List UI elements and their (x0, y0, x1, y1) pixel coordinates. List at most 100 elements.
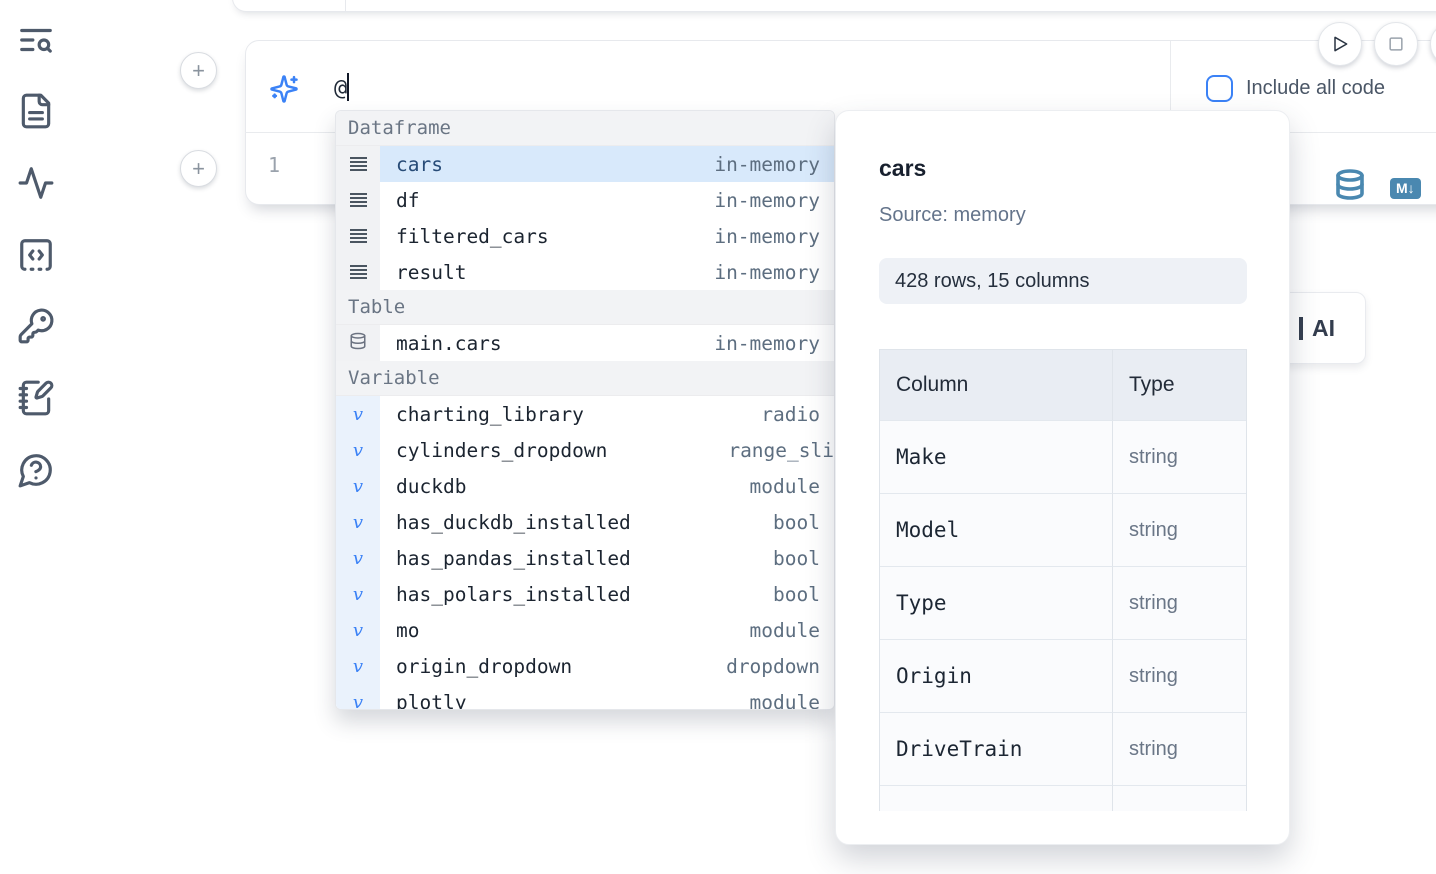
list-search-icon[interactable] (17, 21, 55, 59)
autocomplete-item-name: charting_library (396, 402, 584, 426)
autocomplete-item-gutter (336, 182, 380, 218)
autocomplete-item-type: bool (773, 510, 820, 534)
key-icon[interactable] (17, 307, 55, 345)
autocomplete-item-type: in-memory (714, 331, 820, 355)
autocomplete-item-gutter (336, 218, 380, 254)
autocomplete-item-name: duckdb (396, 474, 467, 498)
ai-prompt-input[interactable]: @ (334, 73, 350, 101)
autocomplete-item-name: cylinders_dropdown (396, 438, 608, 462)
autocomplete-item-name: origin_dropdown (396, 654, 573, 678)
schema-column-type (1113, 786, 1246, 811)
autocomplete-item-main: result in-memory (380, 254, 834, 290)
stop-cell-button[interactable] (1374, 22, 1418, 66)
table-database-icon (349, 332, 367, 354)
variable-icon: v (352, 403, 364, 425)
run-cell-button[interactable] (1318, 22, 1362, 66)
preview-source: Source: memory (879, 204, 1026, 226)
variable-icon: v (352, 511, 364, 533)
schema-column-type: string (1113, 421, 1246, 494)
prompt-options-divider (1170, 41, 1171, 132)
help-chat-icon[interactable] (17, 451, 55, 489)
variable-icon: v (352, 619, 364, 641)
include-all-code-checkbox[interactable] (1206, 75, 1233, 102)
autocomplete-item-name: has_polars_installed (396, 582, 631, 606)
autocomplete-item-result[interactable]: result in-memory (336, 254, 834, 290)
autocomplete-item-main: origin_dropdown dropdown (380, 648, 834, 684)
autocomplete-item-gutter: v (336, 540, 380, 576)
schema-column-type: string (1113, 567, 1246, 640)
autocomplete-item-type: module (749, 474, 820, 498)
line-number: 1 (268, 153, 281, 177)
dataframe-icon (349, 157, 367, 171)
autocomplete-item-type: module (749, 618, 820, 642)
autocomplete-item-type: module (749, 690, 820, 710)
previous-cell-gutter-divider (345, 0, 346, 11)
markdown-export-icon[interactable]: M↓ (1390, 178, 1421, 199)
include-all-code-option[interactable]: Include all code (1206, 75, 1385, 102)
schema-column-name: Model (880, 494, 1113, 567)
sidebar (0, 0, 72, 874)
autocomplete-item-type: in-memory (714, 260, 820, 284)
add-cell-below-button[interactable]: + (180, 150, 217, 187)
autocomplete-item-gutter: v (336, 396, 380, 432)
autocomplete-item-name: result (396, 260, 467, 284)
add-cell-above-button[interactable]: + (180, 52, 217, 89)
autocomplete-item-type: in-memory (714, 152, 820, 176)
schema-column-name: Type (880, 567, 1113, 640)
dataframe-icon (349, 229, 367, 243)
previous-cell-bottom-edge (232, 0, 1436, 12)
schema-header-cell: Type (1113, 350, 1246, 421)
schema-column-type: string (1113, 640, 1246, 713)
autocomplete-section-header: Table (336, 290, 834, 325)
activity-icon[interactable] (17, 164, 55, 202)
variable-icon: v (352, 439, 364, 461)
file-text-icon[interactable] (17, 92, 55, 130)
autocomplete-item-type: radio (761, 402, 820, 426)
autocomplete-item-main: charting_library radio (380, 396, 834, 432)
dataframe-icon (349, 265, 367, 279)
preview-title: cars (879, 155, 927, 181)
ai-button[interactable]: AI (1250, 292, 1366, 364)
database-icon[interactable] (1332, 168, 1368, 209)
schema-row (880, 786, 1246, 811)
schema-column-name: Origin (880, 640, 1113, 713)
variable-icon: v (352, 583, 364, 605)
autocomplete-item-type: dropdown (726, 654, 820, 678)
autocomplete-item-gutter: v (336, 612, 380, 648)
autocomplete-section-header: Variable (336, 361, 834, 396)
autocomplete-item-origin_dropdown[interactable]: v origin_dropdown dropdown (336, 648, 834, 684)
notebook-pen-icon[interactable] (17, 379, 55, 417)
ai-sparkles-icon (269, 74, 299, 104)
dataframe-preview-panel: cars Source: memory 428 rows, 15 columns… (835, 110, 1290, 845)
autocomplete-item-has_polars_installed[interactable]: v has_polars_installed bool (336, 576, 834, 612)
autocomplete-item-charting_library[interactable]: v charting_library radio (336, 396, 834, 432)
variable-icon: v (352, 547, 364, 569)
autocomplete-item-type: bool (773, 582, 820, 606)
autocomplete-item-gutter: v (336, 648, 380, 684)
autocomplete-item-main: duckdb module (380, 468, 834, 504)
preview-shape-badge: 428 rows, 15 columns (879, 258, 1247, 304)
autocomplete-item-gutter: v (336, 432, 380, 468)
autocomplete-item-name: has_pandas_installed (396, 546, 631, 570)
code-snippet-icon[interactable] (17, 236, 55, 274)
text-cursor (347, 73, 350, 101)
